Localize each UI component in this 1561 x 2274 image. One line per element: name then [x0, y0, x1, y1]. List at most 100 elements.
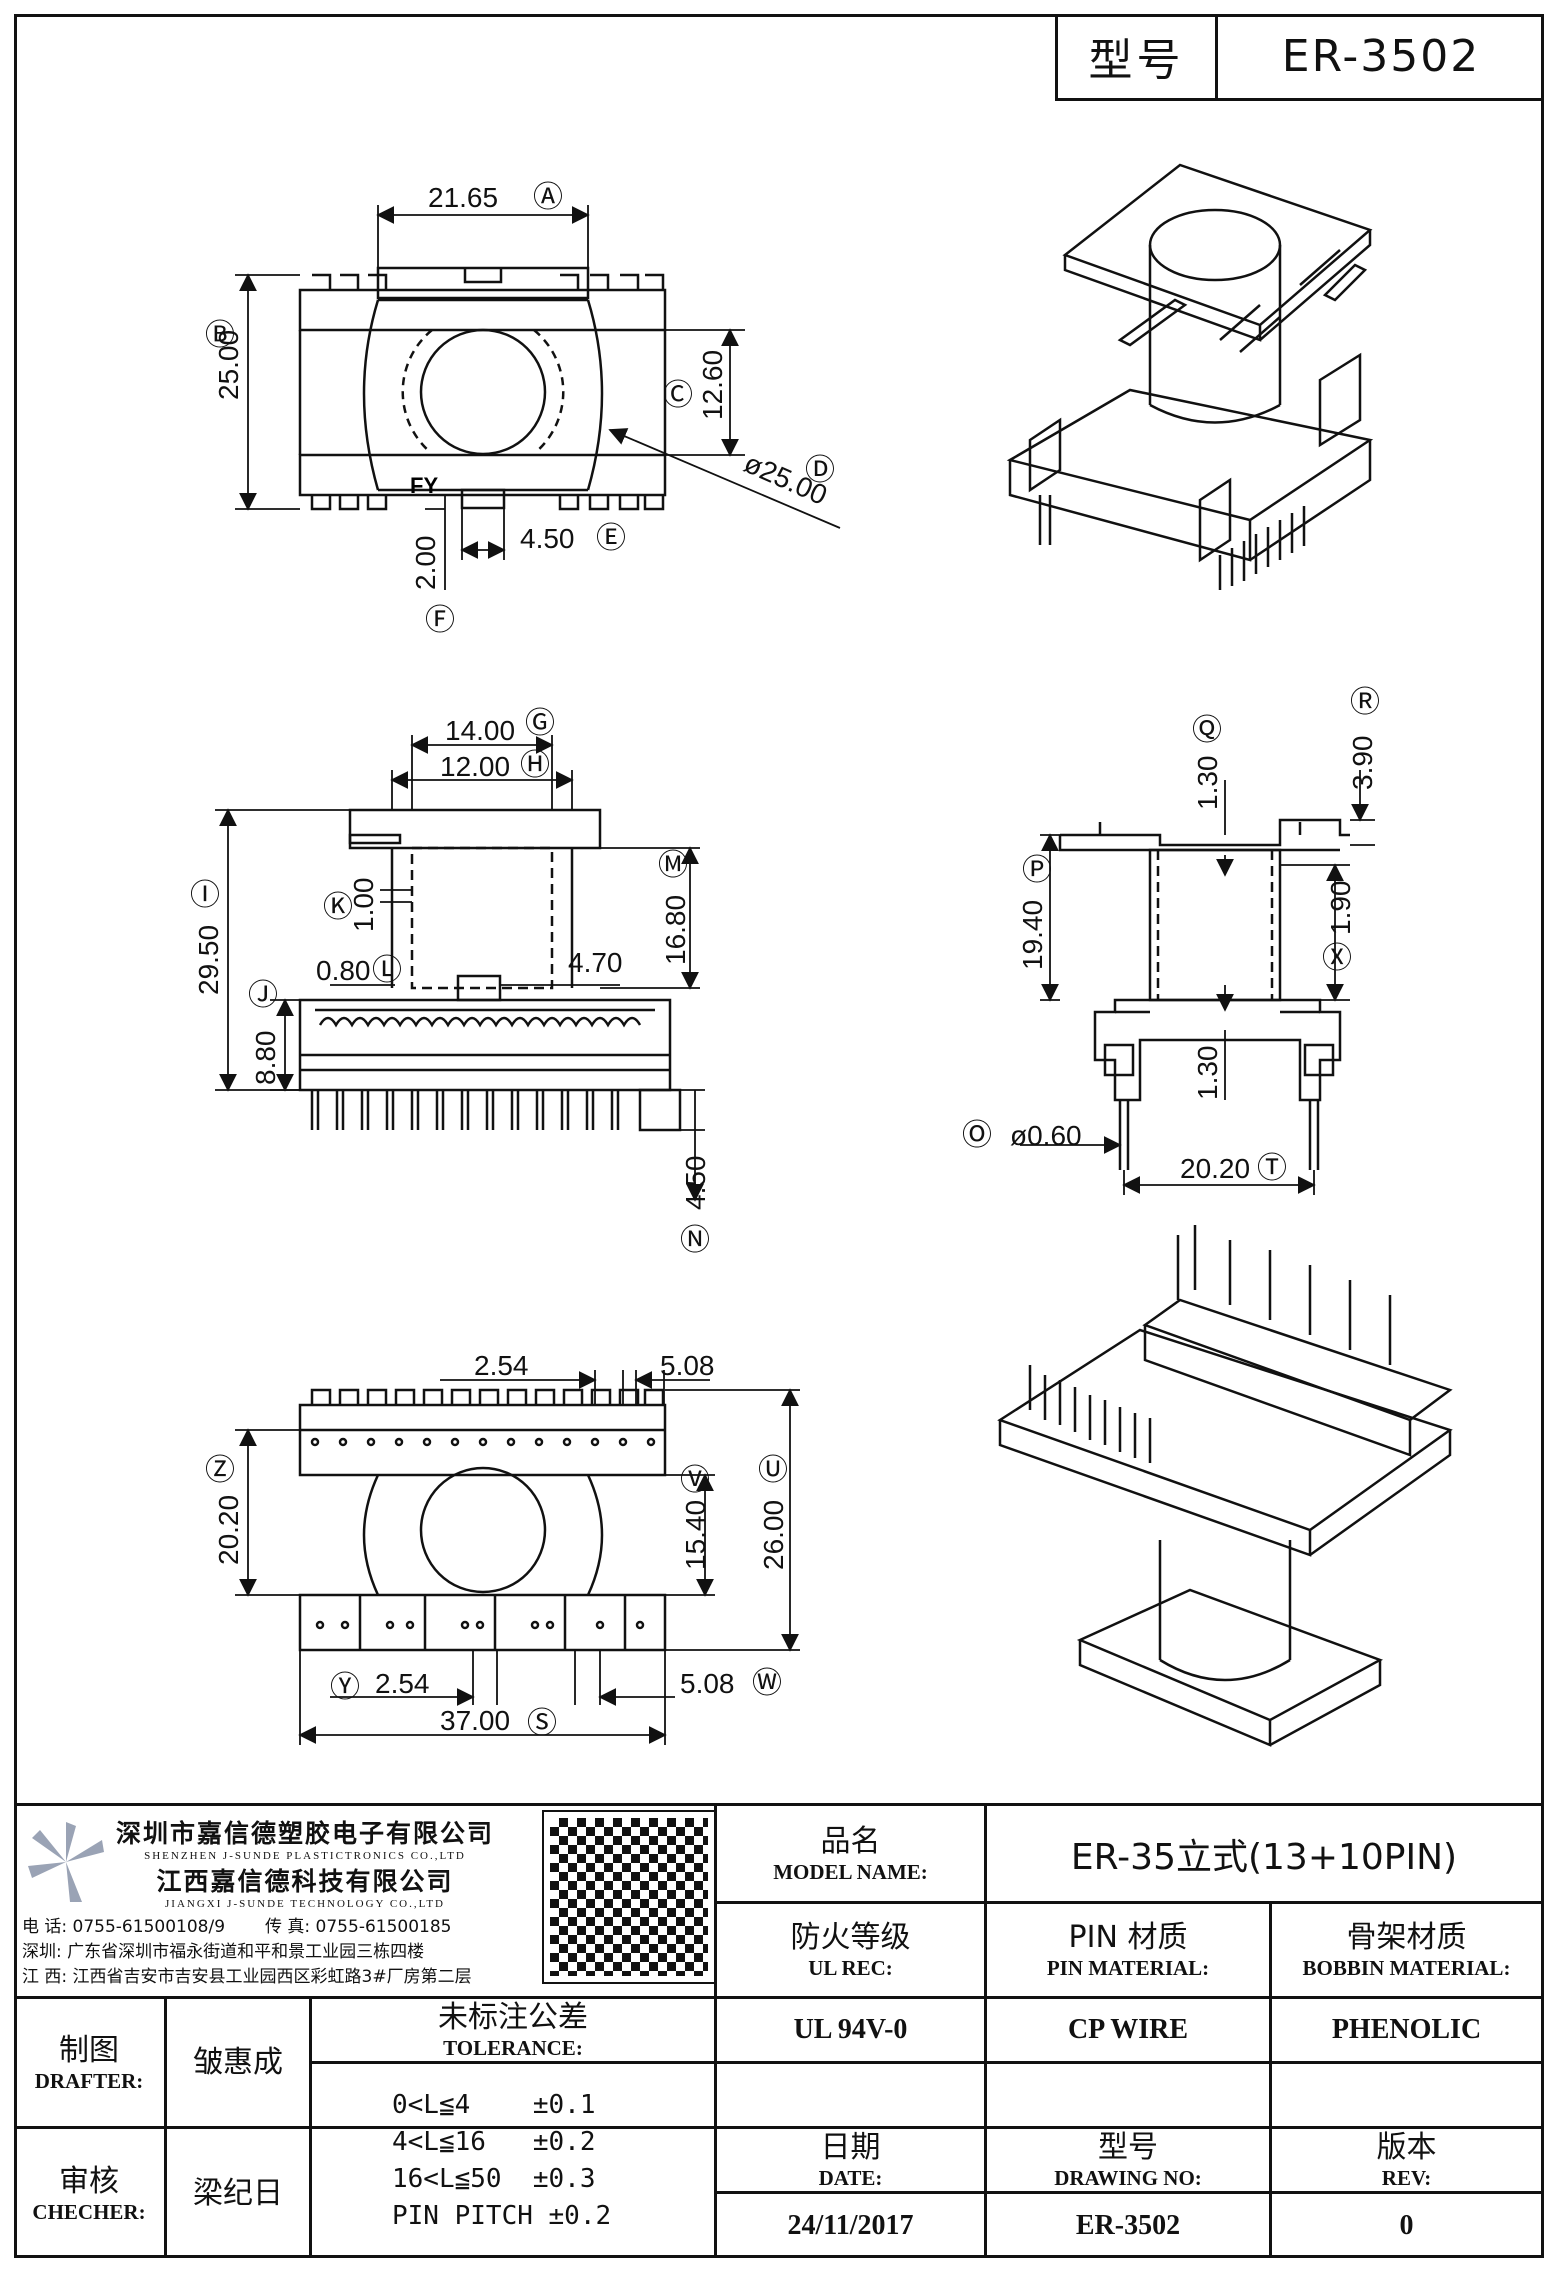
dim-i: 29.50	[193, 925, 224, 995]
dim-pitch2: 5.08	[660, 1350, 715, 1381]
svg-text:Ⓖ: Ⓖ	[525, 707, 555, 740]
dim-p: 19.40	[1017, 900, 1048, 970]
dim-j: 8.80	[250, 1031, 281, 1086]
svg-text:Ⓐ: Ⓐ	[533, 181, 563, 214]
side-view-dims	[1020, 770, 1375, 1195]
svg-text:Ⓘ: Ⓘ	[190, 879, 220, 912]
svg-text:Ⓜ: Ⓜ	[658, 849, 688, 882]
dim-s: 37.00	[440, 1705, 510, 1736]
date-value: 24/11/2017	[787, 2210, 914, 2241]
isometric-view-top	[1006, 163, 1374, 590]
svg-text:Ⓟ: Ⓟ	[1022, 854, 1052, 887]
svg-text:Ⓦ: Ⓦ	[752, 1667, 782, 1700]
svg-text:Ⓡ: Ⓡ	[1350, 686, 1380, 719]
dim-g: 14.00	[445, 715, 515, 746]
svg-text:Ⓗ: Ⓗ	[520, 749, 550, 782]
svg-text:Ⓩ: Ⓩ	[205, 1454, 235, 1487]
dim-c: 12.60	[697, 350, 728, 420]
checker-value: 梁纪日	[193, 2175, 283, 2211]
drawing-sheet-border	[14, 14, 1544, 2258]
bottom-view	[298, 1388, 667, 1652]
dim-pitch: 2.54	[474, 1350, 529, 1381]
dim-v: 15.40	[680, 1500, 711, 1570]
model-name-label: 品名 MODEL NAME:	[773, 1823, 928, 1884]
company-address-sz: 深圳: 广东省深圳市福永街道和平和景工业园三栋四楼	[22, 1942, 425, 1962]
drawing-no-value: ER-3502	[1075, 2210, 1181, 2241]
svg-text:Ⓣ: Ⓣ	[1257, 1152, 1287, 1185]
svg-text:Ⓒ: Ⓒ	[663, 379, 693, 412]
side-view	[1058, 818, 1350, 1170]
pin-material-value: CP WIRE	[1067, 2014, 1189, 2045]
pin-material-label: PIN 材质 PIN MATERIAL:	[1046, 1920, 1210, 1980]
model-value: ER-3502	[1281, 30, 1481, 82]
company-en-sz: SHENZHEN J-SUNDE PLASTICTRONICS CO.,LTD	[144, 1850, 466, 1862]
model-name-value: ER-35立式(13+10PIN)	[1070, 1836, 1458, 1878]
checker-label: 审核 CHECHER:	[32, 2163, 146, 2224]
svg-text:Ⓙ: Ⓙ	[248, 979, 278, 1012]
dim-l: 0.80	[316, 955, 371, 986]
dim-b: 25.00	[213, 330, 244, 400]
technical-drawing: 21.65 25.00 12.60 ø25.00 4.50 2.00 FY 14…	[190, 163, 1453, 1747]
svg-text:Ⓕ: Ⓕ	[425, 604, 455, 637]
svg-text:Ⓧ: Ⓧ	[1322, 942, 1352, 975]
title-block: 深圳市嘉信德塑胶电子有限公司 SHENZHEN J-SUNDE PLASTICT…	[14, 1803, 1544, 2258]
top-view	[298, 266, 667, 511]
company-en-jx: JIANGXI J-SUNDE TECHNOLOGY CO.,LTD	[165, 1898, 445, 1910]
svg-text:Ⓥ: Ⓥ	[680, 1464, 710, 1497]
svg-text:Ⓨ: Ⓨ	[330, 1671, 360, 1704]
fy-mark: FY	[410, 473, 438, 498]
dim-f: 2.00	[410, 536, 441, 591]
rev-value: 0	[1399, 2210, 1414, 2241]
ul-rec-value: UL 94V-0	[793, 2014, 908, 2045]
date-label: 日期 DATE:	[818, 2130, 883, 2190]
tolerance-table: 0<L≦4 ±0.1 4<L≦16 ±0.2 16<L≦50 ±0.3 PIN …	[392, 2090, 612, 2231]
drafter-label: 制图 DRAFTER:	[34, 2032, 144, 2093]
model-header: 型号 ER-3502	[1055, 14, 1544, 101]
dim-e: 4.50	[520, 523, 575, 554]
company-phone: 电 话: 0755-61500108/9	[22, 1917, 226, 1937]
company-name-sz: 深圳市嘉信德塑胶电子有限公司	[116, 1819, 495, 1848]
top-view-dims	[235, 205, 841, 590]
dim-r: 3.90	[1347, 736, 1378, 791]
svg-text:Ⓚ: Ⓚ	[323, 891, 353, 924]
company-name-jx: 江西嘉信德科技有限公司	[156, 1867, 454, 1896]
dim-w: 5.08	[680, 1668, 735, 1699]
ul-rec-label: 防火等级 UL REC:	[790, 1920, 911, 1980]
bobbin-material-value: PHENOLIC	[1331, 2014, 1482, 2045]
dim-q: 1.30	[1192, 756, 1223, 811]
dim-n: 4.50	[680, 1156, 711, 1211]
dim-u: 26.00	[758, 1500, 789, 1570]
company-fax: 传 真: 0755-61500185	[265, 1917, 452, 1937]
svg-text:Ⓛ: Ⓛ	[372, 954, 402, 987]
isometric-view-bottom	[997, 1225, 1453, 1747]
company-logo	[22, 1818, 110, 1906]
dim-t: 20.20	[1180, 1153, 1250, 1184]
svg-text:Ⓠ: Ⓠ	[1192, 714, 1222, 747]
dim-h: 12.00	[440, 751, 510, 782]
tolerance-label: 未标注公差 TOLERANCE:	[438, 2000, 588, 2060]
dim-x: 1.90	[1325, 881, 1356, 936]
dimension-labels: 21.65 25.00 12.60 ø25.00 4.50 2.00 FY 14…	[193, 182, 1378, 1736]
dim-l2: 4.70	[568, 947, 623, 978]
svg-text:Ⓓ: Ⓓ	[805, 454, 835, 487]
company-info: 深圳市嘉信德塑胶电子有限公司 SHENZHEN J-SUNDE PLASTICT…	[14, 1806, 714, 1996]
drafter-value: 皱惠成	[193, 2044, 283, 2080]
svg-text:Ⓞ: Ⓞ	[962, 1119, 992, 1152]
front-view-dims	[215, 735, 705, 1202]
rev-label: 版本 REV:	[1376, 2130, 1437, 2190]
dim-z: 20.20	[213, 1495, 244, 1565]
bottom-view-dims	[235, 1370, 800, 1745]
svg-text:Ⓝ: Ⓝ	[680, 1224, 710, 1257]
bobbin-material-label: 骨架材质 BOBBIN MATERIAL:	[1302, 1920, 1511, 1980]
svg-text:Ⓑ: Ⓑ	[205, 319, 235, 352]
company-address-jx: 江 西: 江西省吉安市吉安县工业园西区彩虹路3#厂房第二层	[22, 1967, 472, 1987]
svg-text:Ⓔ: Ⓔ	[596, 522, 626, 555]
front-view	[298, 808, 682, 1132]
dim-q2: 1.30	[1192, 1046, 1223, 1101]
drawing-no-label: 型号 DRAWING NO:	[1054, 2130, 1202, 2190]
model-label: 型号	[1058, 14, 1218, 98]
dim-y: 2.54	[375, 1668, 430, 1699]
dim-a: 21.65	[428, 182, 498, 213]
svg-text:Ⓤ: Ⓤ	[758, 1454, 788, 1487]
